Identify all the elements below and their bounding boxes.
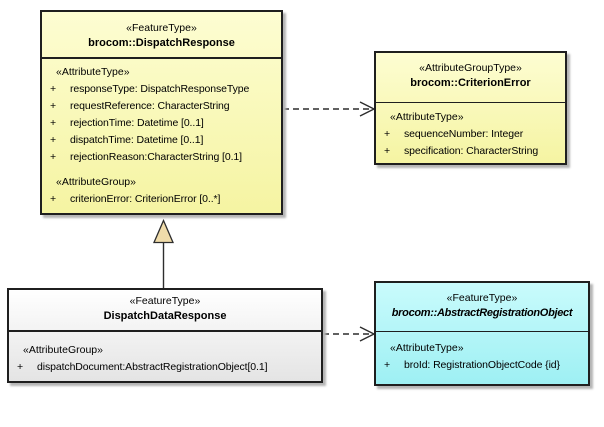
attribute-text: broId: RegistrationObjectCode {id} bbox=[404, 359, 560, 371]
section-label: «AttributeGroup» bbox=[23, 344, 103, 356]
dependency-connector-dispatchresponse-criterionerror[interactable] bbox=[283, 101, 376, 117]
visibility-plus: + bbox=[50, 134, 57, 146]
section-label: «AttributeType» bbox=[390, 111, 464, 123]
compartment-divider bbox=[42, 57, 281, 59]
attribute-text: dispatchDocument:AbstractRegistrationObj… bbox=[37, 361, 268, 373]
dependency-connector-dispatchdataresponse-abstractregistrationobject[interactable] bbox=[323, 326, 376, 342]
class-header: «FeatureType» brocom::DispatchResponse bbox=[42, 12, 281, 57]
attribute-text: requestReference: CharacterString bbox=[70, 100, 230, 112]
visibility-plus: + bbox=[50, 100, 57, 112]
class-box-criterion-error[interactable]: «AttributeGroupType» brocom::CriterionEr… bbox=[374, 51, 567, 165]
class-box-dispatch-data-response[interactable]: «FeatureType» DispatchDataResponse «Attr… bbox=[7, 288, 323, 383]
attribute-row: + rejectionTime: Datetime [0..1] bbox=[42, 115, 281, 132]
visibility-plus: + bbox=[17, 361, 24, 373]
attributes-compartment: «AttributeType» + responseType: Dispatch… bbox=[42, 59, 281, 208]
attribute-row: + specification: CharacterString bbox=[376, 143, 565, 160]
attribute-row: + dispatchDocument:AbstractRegistrationO… bbox=[9, 359, 321, 376]
class-name: brocom::DispatchResponse bbox=[88, 37, 235, 49]
class-box-dispatch-response[interactable]: «FeatureType» brocom::DispatchResponse «… bbox=[40, 10, 283, 215]
visibility-plus: + bbox=[50, 151, 57, 163]
attribute-text: sequenceNumber: Integer bbox=[404, 128, 524, 140]
visibility-plus: + bbox=[50, 193, 57, 205]
class-stereotype: «FeatureType» bbox=[446, 292, 518, 304]
attribute-text: dispatchTime: Datetime [0..1] bbox=[70, 134, 204, 146]
attribute-text: rejectionTime: Datetime [0..1] bbox=[70, 117, 204, 129]
attribute-row: + responseType: DispatchResponseType bbox=[42, 81, 281, 98]
section-label: «AttributeType» bbox=[390, 342, 464, 354]
attribute-row: + broId: RegistrationObjectCode {id} bbox=[376, 357, 588, 374]
class-box-abstract-registration-object[interactable]: «FeatureType» brocom::AbstractRegistrati… bbox=[374, 281, 590, 386]
class-name: DispatchDataResponse bbox=[103, 310, 227, 322]
class-header: «AttributeGroupType» brocom::CriterionEr… bbox=[376, 53, 565, 102]
attribute-row: + criterionError: CriterionError [0..*] bbox=[42, 191, 281, 208]
class-name: brocom::CriterionError bbox=[410, 77, 531, 89]
attribute-row: + sequenceNumber: Integer bbox=[376, 126, 565, 143]
class-header: «FeatureType» DispatchDataResponse bbox=[9, 290, 321, 330]
class-stereotype: «FeatureType» bbox=[129, 295, 201, 307]
class-name: brocom::AbstractRegistrationObject bbox=[391, 307, 573, 319]
attribute-text: criterionError: CriterionError [0..*] bbox=[70, 193, 221, 205]
section-gap bbox=[42, 166, 281, 174]
compartment-divider bbox=[9, 330, 321, 332]
compartment-divider bbox=[376, 102, 565, 103]
attributes-compartment: «AttributeGroup» + dispatchDocument:Abst… bbox=[9, 332, 321, 376]
visibility-plus: + bbox=[50, 83, 57, 95]
visibility-plus: + bbox=[50, 117, 57, 129]
visibility-plus: + bbox=[384, 145, 391, 157]
generalization-connector-dispatchdataresponse-dispatchresponse[interactable] bbox=[153, 218, 174, 289]
attribute-row: + requestReference: CharacterString bbox=[42, 98, 281, 115]
visibility-plus: + bbox=[384, 359, 391, 371]
attributes-compartment: «AttributeType» + broId: RegistrationObj… bbox=[376, 332, 588, 374]
compartment-divider bbox=[376, 331, 588, 332]
class-stereotype: «AttributeGroupType» bbox=[419, 62, 522, 74]
class-stereotype: «FeatureType» bbox=[126, 22, 197, 34]
visibility-plus: + bbox=[384, 128, 391, 140]
attributes-compartment: «AttributeType» + sequenceNumber: Intege… bbox=[376, 103, 565, 160]
attribute-row: + dispatchTime: Datetime [0..1] bbox=[42, 132, 281, 149]
attribute-text: specification: CharacterString bbox=[404, 145, 539, 157]
class-header: «FeatureType» brocom::AbstractRegistrati… bbox=[376, 283, 588, 331]
section-label: «AttributeGroup» bbox=[56, 176, 136, 188]
section-label: «AttributeType» bbox=[56, 66, 130, 78]
attribute-row: + rejectionReason:CharacterString [0.1] bbox=[42, 149, 281, 166]
attribute-text: rejectionReason:CharacterString [0.1] bbox=[70, 151, 242, 163]
hollow-triangle-icon bbox=[153, 218, 174, 244]
attribute-text: responseType: DispatchResponseType bbox=[70, 83, 250, 95]
